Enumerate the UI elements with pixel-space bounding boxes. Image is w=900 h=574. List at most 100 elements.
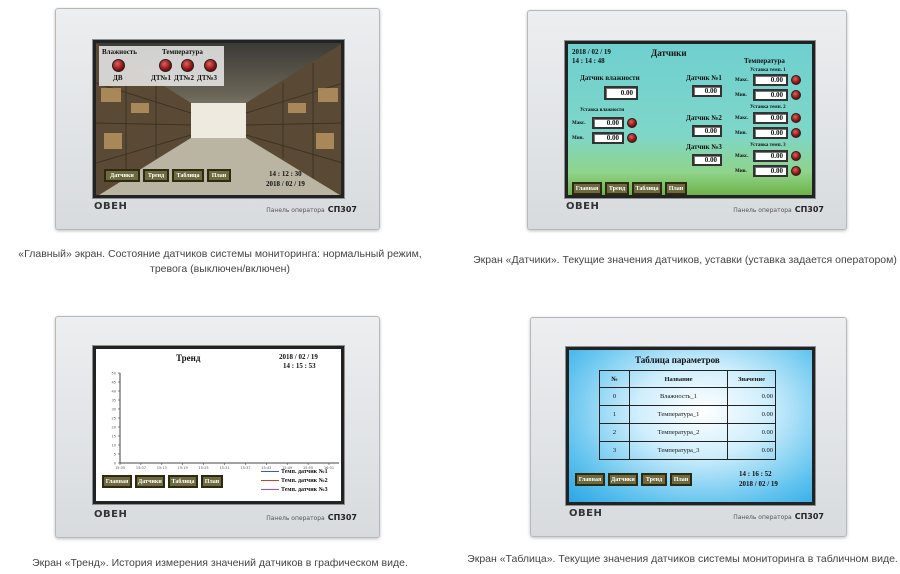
trend-title: Тренд [176, 353, 201, 363]
table-screen: Таблица параметров № Название Значение 0… [569, 350, 812, 502]
temperature-label: Температура [162, 48, 203, 56]
nav-plan-button[interactable]: План [207, 169, 231, 182]
temperature-header: Температура [744, 57, 785, 65]
sensors-time: 14 : 14 : 48 [572, 57, 605, 65]
legend-label-1: Темп. датчик №1 [281, 468, 328, 475]
y-tick-label: 10 [112, 444, 116, 448]
x-tick-label: 15:55 [303, 466, 313, 470]
temp3-alarm-led [204, 59, 217, 72]
temp-setpoint1-max-input[interactable]: 0.00 [753, 74, 788, 86]
temp-setpoint3-label: Уставка темп. 3 [750, 143, 786, 148]
temp-setpoint3-max-label: Макс. [735, 154, 749, 159]
humidity-max-label: Макс. [572, 121, 586, 126]
clock-time: 14 : 12 : 30 [269, 170, 302, 178]
temp-setpoint3-max-led [791, 151, 801, 161]
temp1-led-label: ДТ№1 [151, 74, 172, 82]
x-tick-label: 15:19 [178, 466, 188, 470]
sensors-caption: Экран «Датчики». Текущие значения датчик… [473, 254, 897, 266]
temp-setpoint2-max-led [791, 113, 801, 123]
nav-main-button[interactable]: Главная [102, 475, 132, 488]
x-tick-label: 15:43 [261, 466, 271, 470]
table-cell: 0.00 [727, 423, 776, 442]
nav-trend-button[interactable]: Тренд [641, 473, 667, 486]
y-tick-label: 15 [112, 435, 116, 439]
y-tick-label: 30 [112, 408, 116, 412]
temp-setpoint2-label: Уставка темп. 2 [750, 105, 786, 110]
temp-setpoint1-min-led [791, 90, 801, 100]
nav-table-button[interactable]: Таблица [632, 182, 662, 195]
table-cell: Температура_1 [629, 405, 728, 424]
nav-table-button[interactable]: Таблица [168, 475, 198, 488]
table-cell: 0.00 [727, 405, 776, 424]
brand-logo: ОВЕН [94, 201, 128, 212]
nav-plan-button[interactable]: План [665, 182, 687, 195]
panel-table: Таблица параметров № Название Значение 0… [530, 317, 847, 537]
screen-bezel: Влажность Температура ДВ ДТ№1 ДТ№2 ДТ№3 … [92, 39, 345, 199]
temp-setpoint2-max-input[interactable]: 0.00 [753, 112, 788, 124]
temp-setpoint1-max-label: Макс. [735, 78, 749, 83]
humidity-max-led [627, 118, 637, 128]
column-header: Значение [727, 370, 776, 388]
trend-date: 2018 / 02 / 19 [279, 353, 318, 361]
table-cell: 0.00 [727, 441, 776, 460]
legend-item-2: Темп. датчик №2 [261, 476, 328, 485]
humidity-max-input[interactable]: 0.00 [592, 117, 624, 129]
nav-sensors-button[interactable]: Датчики [608, 473, 638, 486]
table-time: 14 : 16 : 52 [739, 470, 772, 478]
nav-main-button[interactable]: Главная [572, 182, 602, 195]
y-tick-label: 35 [112, 399, 116, 403]
x-tick-label: 16:01 [324, 466, 334, 470]
nav-plan-button[interactable]: План [670, 473, 692, 486]
legend-label-3: Темп. датчик №3 [281, 486, 328, 493]
main-caption: «Главный» экран. Состояние датчиков сист… [18, 248, 422, 275]
legend-label-2: Темп. датчик №2 [281, 477, 328, 484]
humidity-value: 0.00 [604, 86, 638, 100]
temp2-led-label: ДТ№2 [174, 74, 195, 82]
nav-trend-button[interactable]: Тренд [605, 182, 629, 195]
table-caption: Экран «Таблица». Текущие значения датчик… [467, 553, 898, 565]
temp-setpoint1-min-input[interactable]: 0.00 [753, 89, 788, 101]
y-tick-label: 20 [112, 426, 116, 430]
y-tick-label: 5 [114, 453, 116, 457]
temp3-led-label: ДТ№3 [197, 74, 218, 82]
x-tick-label: 15:31 [219, 466, 229, 470]
temp-setpoint2-min-input[interactable]: 0.00 [753, 127, 788, 139]
nav-table-button[interactable]: Таблица [172, 169, 204, 182]
sensors-title: Датчики [651, 48, 687, 58]
humidity-alarm-led [112, 59, 125, 72]
nav-trend-button[interactable]: Тренд [143, 169, 169, 182]
humidity-min-label: Мин. [572, 136, 584, 141]
nav-sensors-button[interactable]: Датчики [104, 169, 140, 182]
humidity-min-input[interactable]: 0.00 [592, 132, 624, 144]
temp-sensor3-label: Датчик №3 [686, 143, 722, 151]
table-cell: 0.00 [727, 387, 776, 406]
y-tick-label: 25 [112, 417, 116, 421]
temp-setpoint2-min-label: Мин. [735, 131, 747, 136]
screen-bezel: Таблица параметров № Название Значение 0… [565, 346, 816, 506]
temp1-alarm-led [159, 59, 172, 72]
temp-sensor1-label: Датчик №1 [686, 74, 722, 82]
nav-main-button[interactable]: Главная [575, 473, 605, 486]
temp-setpoint3-min-input[interactable]: 0.00 [753, 165, 788, 177]
humidity-min-led [627, 133, 637, 143]
nav-plan-button[interactable]: План [201, 475, 223, 488]
y-tick-label: 40 [112, 390, 116, 394]
x-tick-label: 15:37 [240, 466, 250, 470]
legend-item-3: Темп. датчик №3 [261, 485, 328, 494]
x-tick-label: 15:49 [282, 466, 292, 470]
trend-legend: Темп. датчик №1 Темп. датчик №2 Темп. да… [261, 467, 328, 494]
table-cell: Температура_2 [629, 423, 728, 442]
temp-setpoint3-max-input[interactable]: 0.00 [753, 150, 788, 162]
table-cell: 1 [599, 405, 630, 424]
humidity-led-label: ДВ [113, 74, 123, 82]
y-tick-label: 50 [112, 372, 116, 376]
nav-sensors-button[interactable]: Датчики [135, 475, 165, 488]
x-tick-label: 15:05 [115, 466, 125, 470]
panel-main: Влажность Температура ДВ ДТ№1 ДТ№2 ДТ№3 … [55, 8, 380, 230]
